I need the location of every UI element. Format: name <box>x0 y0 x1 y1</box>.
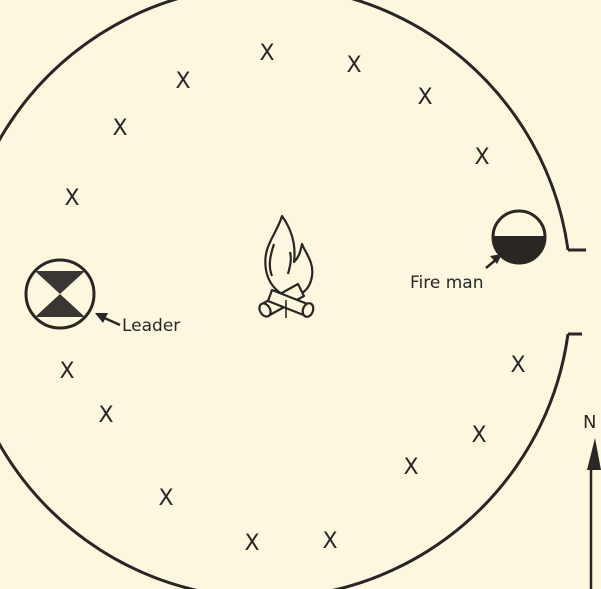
north-arrow-icon <box>587 438 601 589</box>
campfire-icon <box>257 216 315 319</box>
fireman-arrow <box>486 254 502 268</box>
leader-label: Leader <box>122 316 180 336</box>
participant-x-13: X <box>403 455 418 480</box>
participant-x-7: X <box>64 186 79 211</box>
hourglass-circle-icon <box>26 260 94 328</box>
participant-x-14: X <box>244 531 259 556</box>
participant-x-8: X <box>59 359 74 384</box>
participant-x-5: X <box>112 116 127 141</box>
participant-x-12: X <box>158 486 173 511</box>
participant-x-15: X <box>322 529 337 554</box>
participant-x-3: X <box>346 53 361 78</box>
north-label: N <box>583 412 596 433</box>
leader-arrow <box>95 313 120 325</box>
fireman-label: Fire man <box>410 273 484 293</box>
participant-x-2: X <box>175 69 190 94</box>
participant-x-6: X <box>474 145 489 170</box>
participant-x-10: X <box>98 403 113 428</box>
participant-x-9: X <box>510 353 525 378</box>
participant-x-1: X <box>259 41 274 66</box>
participant-x-11: X <box>471 423 486 448</box>
participant-x-4: X <box>417 85 432 110</box>
